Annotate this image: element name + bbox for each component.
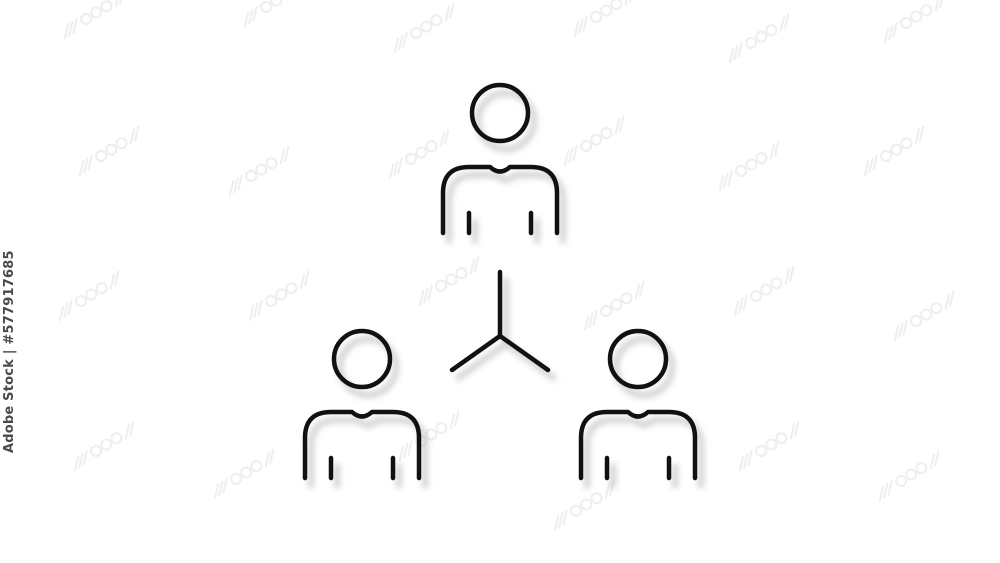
shoulders-shape [302,409,422,481]
person-icon [302,328,422,481]
stock-id-text: Adobe Stock | #577917685 [2,250,17,453]
three-way-connector-icon [449,269,551,373]
arm-lines [604,455,672,481]
person-icon [440,82,560,236]
arm-lines [328,455,396,481]
head-shape [607,328,669,390]
shoulders-shape [440,164,560,236]
arm-lines [466,210,534,236]
person-icon [578,328,698,481]
head-shape [469,82,531,144]
icon-shadow [308,90,704,489]
shoulders-shape [578,409,698,481]
head-shape [331,328,393,390]
